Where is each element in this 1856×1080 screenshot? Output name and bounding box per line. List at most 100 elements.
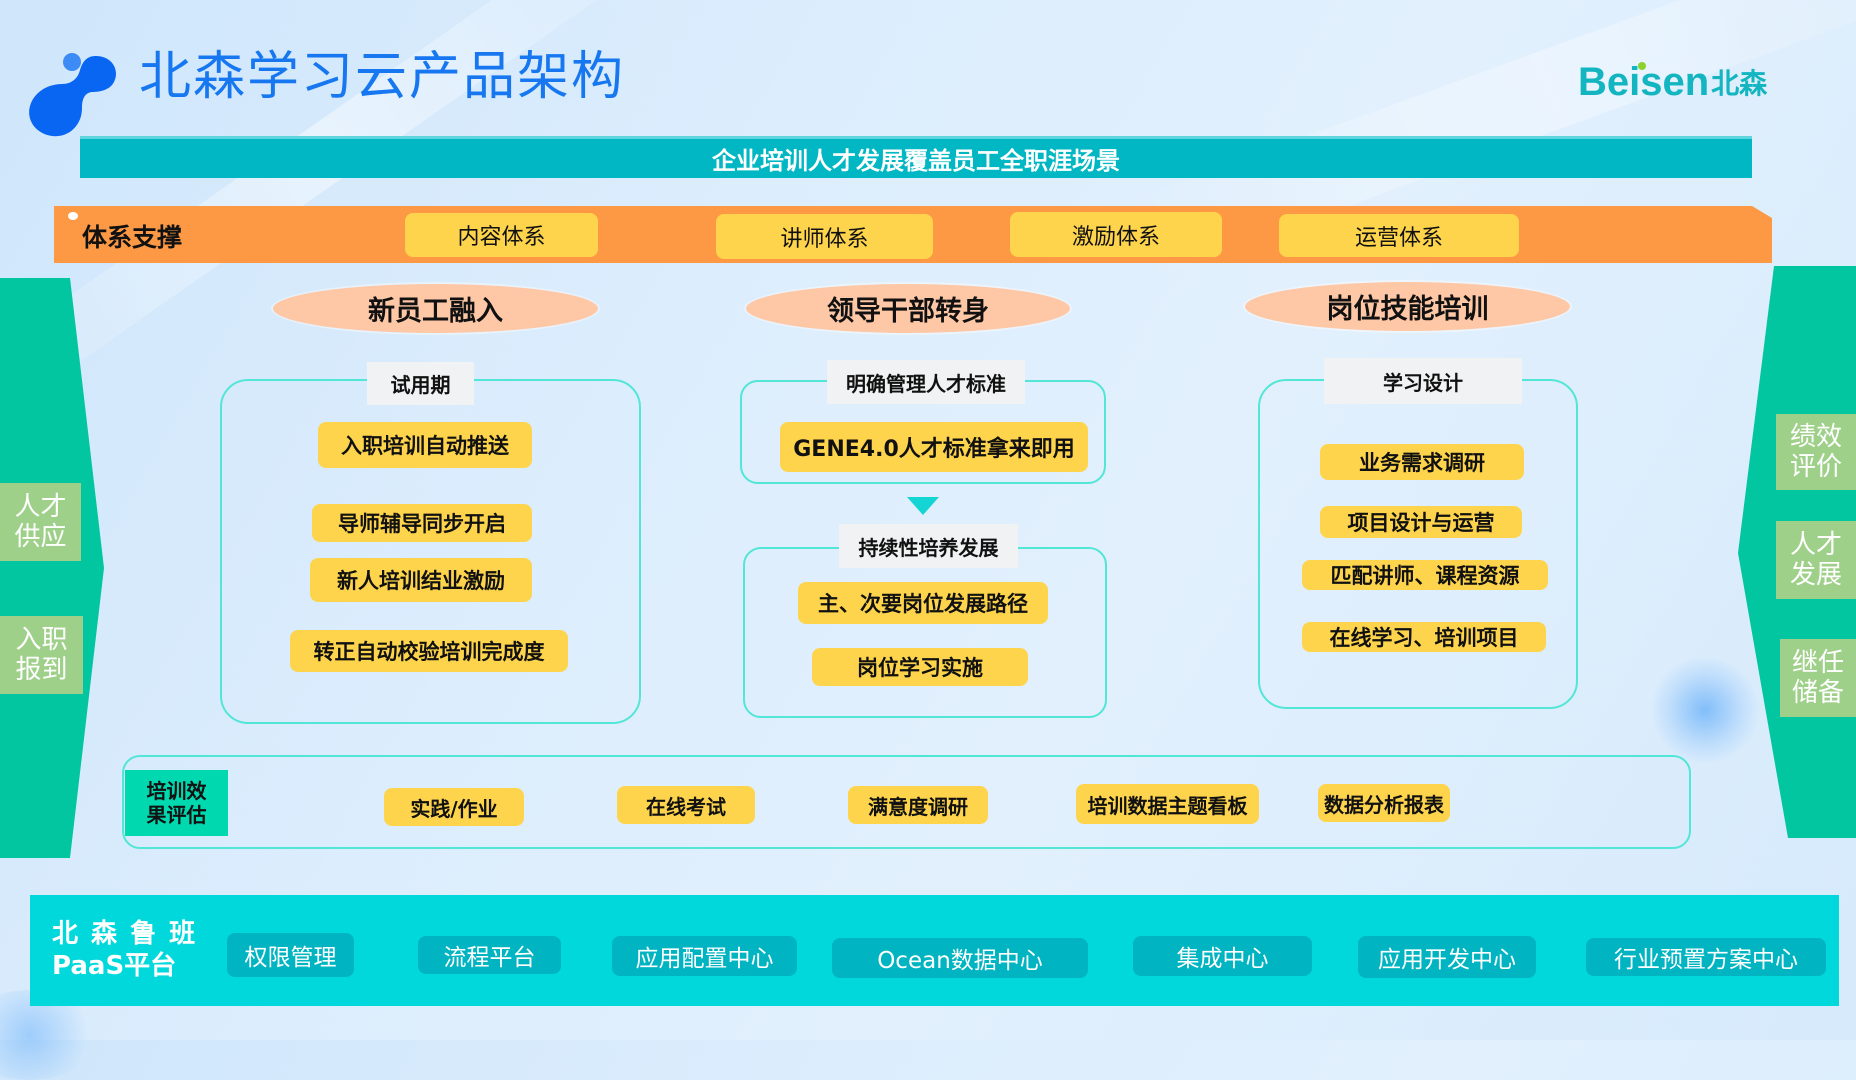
stage-label-line: 人才 xyxy=(1789,530,1842,560)
evaluation-item[interactable]: 实践/作业 xyxy=(384,788,524,826)
paas-item-ocean-data[interactable]: Ocean数据中心 xyxy=(832,938,1088,978)
stage-succession-reserve[interactable]: 继任储备 xyxy=(1780,639,1856,717)
feature-item[interactable]: 业务需求调研 xyxy=(1320,444,1524,480)
group-tag-text: 学习设计 xyxy=(1383,370,1463,395)
column-title-text: 领导干部转身 xyxy=(827,296,989,327)
stage-label-line: 评价 xyxy=(1789,452,1842,482)
column-title-text: 岗位技能培训 xyxy=(1326,294,1489,325)
column-title-job-skills: 岗位技能培训 xyxy=(1245,282,1570,331)
evaluation-item-label: 在线考试 xyxy=(646,794,726,819)
paas-title: 北 森 鲁 班 PaaS平台 xyxy=(52,918,197,982)
background-glow xyxy=(1650,655,1760,765)
evaluation-row-frame xyxy=(122,755,1691,849)
blob-logo-icon xyxy=(29,53,116,137)
paas-item-app-development[interactable]: 应用开发中心 xyxy=(1358,936,1536,978)
stage-label-line: 报到 xyxy=(15,655,68,685)
stage-talent-supply[interactable]: 人才供应 xyxy=(0,483,81,561)
stage-label-line: 入职 xyxy=(15,625,68,655)
feature-item[interactable]: 主、次要岗位发展路径 xyxy=(798,582,1048,624)
feature-item-label: GENE4.0人才标准拿来即用 xyxy=(793,437,1075,462)
stage-label-line: 继任 xyxy=(1791,648,1844,678)
support-item-operation[interactable]: 运营体系 xyxy=(1279,214,1519,257)
paas-item-permission[interactable]: 权限管理 xyxy=(227,933,354,977)
support-item-label: 内容体系 xyxy=(457,225,546,250)
feature-item-label: 岗位学习实施 xyxy=(857,656,983,680)
stage-onboarding[interactable]: 入职报到 xyxy=(0,616,83,694)
paas-item-label: 流程平台 xyxy=(443,945,536,971)
support-item-label: 激励体系 xyxy=(1071,224,1160,250)
stage-label-line: 人才 xyxy=(14,492,67,522)
evaluation-item[interactable]: 培训数据主题看板 xyxy=(1076,784,1259,824)
feature-item[interactable]: 导师辅导同步开启 xyxy=(312,504,532,542)
column-title-new-employee: 新员工融入 xyxy=(273,284,598,333)
paas-item-workflow[interactable]: 流程平台 xyxy=(418,936,561,974)
continuous-development-group-frame xyxy=(743,547,1107,718)
group-tag-text: 明确管理人才标准 xyxy=(846,371,1006,396)
evaluation-item-label: 实践/作业 xyxy=(410,796,498,821)
group-tag-text: 试用期 xyxy=(390,373,451,397)
evaluation-label-line: 培训效 xyxy=(146,779,207,803)
feature-item[interactable]: GENE4.0人才标准拿来即用 xyxy=(780,422,1088,472)
feature-item[interactable]: 在线学习、培训项目 xyxy=(1302,622,1546,652)
stage-label-line: 供应 xyxy=(14,522,67,552)
page-title: 北森学习云产品架构 xyxy=(139,47,626,107)
support-title: 体系支撑 xyxy=(82,223,183,252)
paas-item-integration[interactable]: 集成中心 xyxy=(1133,936,1312,976)
support-item-incentive[interactable]: 激励体系 xyxy=(1010,212,1222,257)
stage-label-line: 储备 xyxy=(1791,678,1844,708)
feature-item[interactable]: 入职培训自动推送 xyxy=(318,422,532,468)
brand-name-cn: 北森 xyxy=(1711,67,1768,100)
left-stage-panel xyxy=(0,278,104,858)
support-item-lecturer[interactable]: 讲师体系 xyxy=(716,214,933,259)
evaluation-label: 培训效果评估 xyxy=(125,770,228,836)
feature-item[interactable]: 项目设计与运营 xyxy=(1320,506,1522,538)
paas-item-label: 应用开发中心 xyxy=(1378,947,1516,973)
evaluation-item-label: 培训数据主题看板 xyxy=(1087,793,1248,818)
bullet-dot-icon xyxy=(68,212,78,220)
brand-dot-icon xyxy=(1638,62,1646,70)
support-item-label: 运营体系 xyxy=(1354,225,1443,251)
support-item-label: 讲师体系 xyxy=(780,226,869,252)
group-tag-text: 持续性培养发展 xyxy=(858,535,999,560)
column-title-text: 新员工融入 xyxy=(368,296,503,327)
group-tag-learning-design: 学习设计 xyxy=(1324,358,1522,404)
paas-item-label: 行业预置方案中心 xyxy=(1614,947,1798,973)
feature-item[interactable]: 岗位学习实施 xyxy=(812,648,1028,686)
feature-item[interactable]: 转正自动校验培训完成度 xyxy=(290,630,568,672)
group-tag-continuous-development: 持续性培养发展 xyxy=(839,524,1018,568)
paas-item-label: Ocean数据中心 xyxy=(877,948,1043,974)
banner-text: 企业培训人才发展覆盖员工全职涯场景 xyxy=(712,147,1120,175)
feature-item-label: 项目设计与运营 xyxy=(1347,511,1495,535)
arrow-down-icon xyxy=(907,497,939,515)
feature-item-label: 导师辅导同步开启 xyxy=(338,512,506,536)
feature-item-label: 在线学习、培训项目 xyxy=(1329,626,1519,650)
feature-item-label: 新人培训结业激励 xyxy=(337,569,505,593)
evaluation-item[interactable]: 满意度调研 xyxy=(848,786,988,824)
feature-item-label: 匹配讲师、课程资源 xyxy=(1330,564,1520,588)
feature-item-label: 业务需求调研 xyxy=(1359,451,1485,475)
stage-performance-review[interactable]: 绩效评价 xyxy=(1776,414,1856,490)
stage-label-line: 绩效 xyxy=(1789,422,1842,452)
paas-item-industry-solutions[interactable]: 行业预置方案中心 xyxy=(1586,938,1826,976)
scenario-banner: 企业培训人才发展覆盖员工全职涯场景 xyxy=(80,136,1752,178)
support-item-content[interactable]: 内容体系 xyxy=(405,213,598,257)
group-tag-management-standard: 明确管理人才标准 xyxy=(827,360,1025,404)
paas-item-label: 集成中心 xyxy=(1176,946,1269,972)
brand-name-en: Beisen xyxy=(1578,60,1710,104)
feature-item[interactable]: 新人培训结业激励 xyxy=(310,558,532,602)
paas-item-label: 权限管理 xyxy=(244,945,337,971)
group-tag-probation: 试用期 xyxy=(367,362,474,405)
paas-item-app-config[interactable]: 应用配置中心 xyxy=(612,936,797,976)
paas-item-label: 应用配置中心 xyxy=(635,946,774,972)
evaluation-item-label: 数据分析报表 xyxy=(1324,792,1444,817)
feature-item-label: 转正自动校验培训完成度 xyxy=(313,640,545,664)
feature-item-label: 入职培训自动推送 xyxy=(341,434,509,458)
evaluation-item[interactable]: 数据分析报表 xyxy=(1318,784,1450,822)
learning-design-group-frame xyxy=(1258,379,1578,709)
paas-title-line: 北 森 鲁 班 xyxy=(52,919,198,949)
brand-logo: Beisen 北森 xyxy=(1578,60,1767,104)
stage-talent-development[interactable]: 人才发展 xyxy=(1776,521,1856,599)
feature-item[interactable]: 匹配讲师、课程资源 xyxy=(1302,560,1548,590)
evaluation-item[interactable]: 在线考试 xyxy=(617,786,755,824)
column-title-leader-transition: 领导干部转身 xyxy=(746,284,1070,333)
